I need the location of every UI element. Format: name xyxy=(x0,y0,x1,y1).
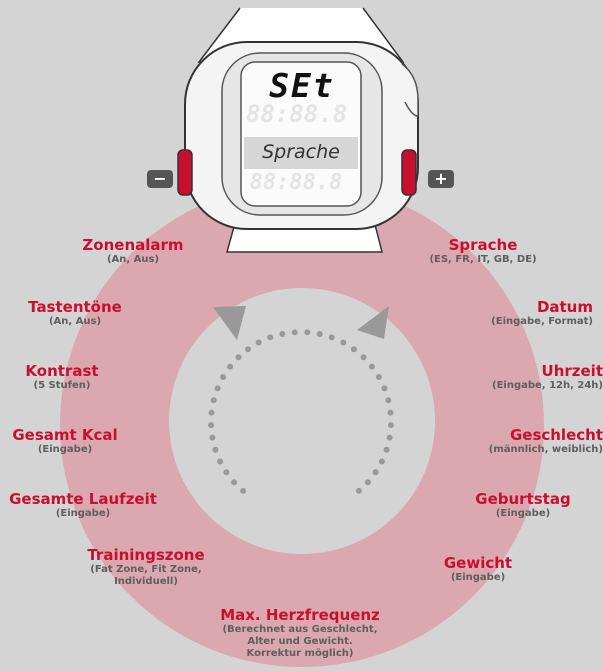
display-digits-top: 88:88.8 xyxy=(246,100,348,128)
menu-item-sprache: Sprache(ES, FR, IT, GB, DE) xyxy=(429,236,537,265)
menu-item-geburtstag: Geburtstag(Eingabe) xyxy=(475,490,571,519)
cycle-dot xyxy=(385,397,392,404)
plus-button-icon[interactable]: + xyxy=(428,170,454,188)
menu-item-geschlecht: Geschlecht(männlich, weiblich) xyxy=(488,426,603,455)
menu-item-uhrzeit: Uhrzeit(Eingabe, 12h, 24h) xyxy=(492,362,603,391)
cycle-dot xyxy=(209,434,216,441)
cycle-dot xyxy=(208,409,215,416)
cycle-dot xyxy=(368,363,375,370)
menu-item-gesamt-kcal: Gesamt Kcal(Eingabe) xyxy=(12,426,118,455)
menu-item-zonenalarm: Zonenalarm(An, Aus) xyxy=(82,236,184,265)
screen-highlight-band xyxy=(244,137,358,169)
cycle-dot xyxy=(372,469,379,476)
cycle-dot xyxy=(350,346,357,353)
cycle-dot xyxy=(279,331,286,337)
cycle-dot xyxy=(381,385,388,392)
cycle-dot xyxy=(267,334,274,341)
cycle-dot xyxy=(231,479,238,486)
watch-screen xyxy=(240,61,362,207)
arrow-right-icon xyxy=(357,306,389,339)
cycle-dot xyxy=(355,487,362,494)
menu-item-gesamte-laufzeit: Gesamte Laufzeit(Eingabe) xyxy=(9,490,157,519)
cycle-dot xyxy=(375,374,382,380)
menu-item-gewicht: Gewicht(Eingabe) xyxy=(443,554,513,583)
cycle-dot xyxy=(223,469,230,476)
cycle-dot xyxy=(255,339,262,346)
cycle-dot xyxy=(328,334,335,341)
cycle-dot xyxy=(208,422,215,429)
button-right-red[interactable] xyxy=(401,149,417,196)
watch-side-bump xyxy=(401,63,419,117)
cycle-dot xyxy=(340,339,347,346)
menu-item-datum: Datum(Eingabe, Format) xyxy=(491,298,593,327)
watch xyxy=(177,7,419,253)
menu-item-tastentoene: Tastentöne(An, Aus) xyxy=(28,298,122,327)
display-title: SEt xyxy=(269,66,335,105)
cycle-dot xyxy=(210,397,217,404)
cycle-dot xyxy=(291,329,298,336)
cycle-dot xyxy=(217,458,224,465)
cycle-dot xyxy=(383,446,390,453)
menu-item-max-herzfrequenz: Max. Herzfrequenz(Berechnet aus Geschlec… xyxy=(220,606,380,659)
cycle-dot xyxy=(245,346,252,353)
cycle-dot xyxy=(304,329,311,336)
menu-item-kontrast: Kontrast(5 Stufen) xyxy=(25,362,99,391)
cycle-dot xyxy=(235,354,242,361)
arrow-left-icon xyxy=(213,306,246,340)
menu-item-trainingszone: Trainingszone(Fat Zone, Fit Zone,Individ… xyxy=(87,546,205,587)
cycle-dot xyxy=(240,487,247,494)
display-digits-bottom: 88:88.8 xyxy=(249,170,343,195)
cycle-dot xyxy=(387,422,394,429)
cycle-dot xyxy=(386,434,393,441)
menu-ring xyxy=(60,183,544,667)
cycle-dot xyxy=(378,458,385,465)
cycle-dot xyxy=(220,374,227,380)
cycle-dot xyxy=(212,446,219,453)
cycle-dot xyxy=(227,363,234,370)
cycle-dot xyxy=(387,409,394,416)
cycle-dot xyxy=(360,354,367,361)
cycle-dot xyxy=(214,385,221,392)
button-left-red[interactable] xyxy=(177,149,193,196)
cycle-dot xyxy=(316,331,323,337)
display-text: Sprache xyxy=(262,141,340,163)
minus-button-icon[interactable]: − xyxy=(147,170,173,188)
dotted-cycle xyxy=(208,329,394,494)
cycle-dot xyxy=(364,479,371,486)
